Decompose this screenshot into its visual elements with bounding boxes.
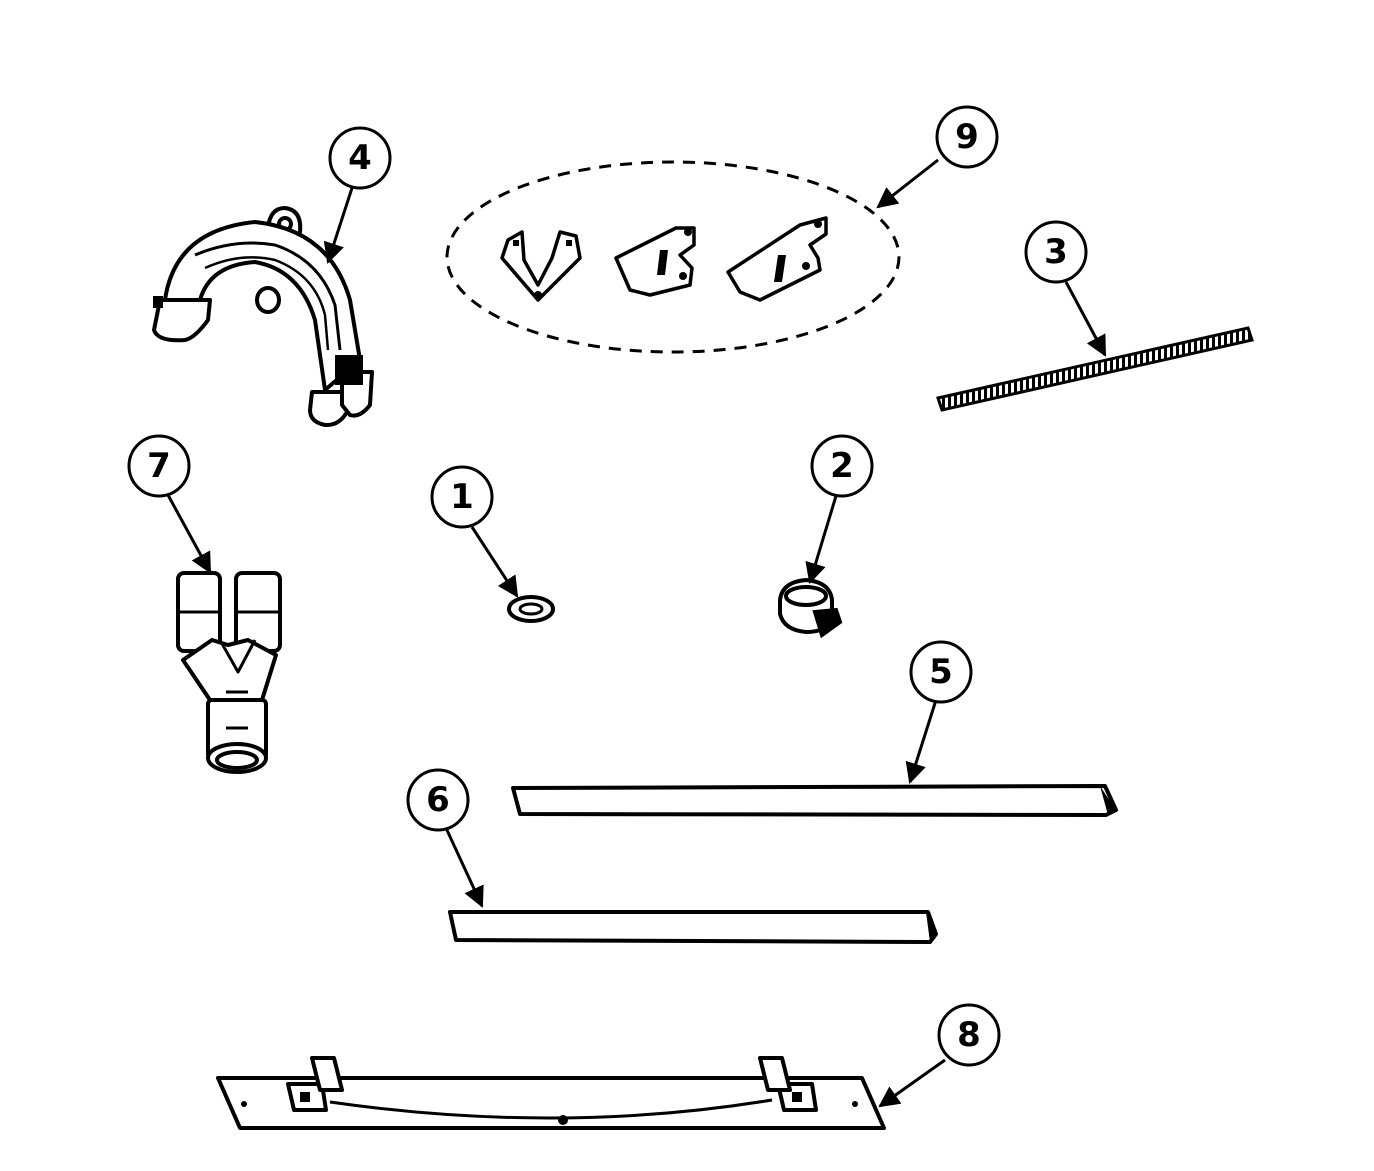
- callout-3-label: 3: [1044, 232, 1068, 272]
- part-2-hose-clamp: [778, 577, 843, 639]
- part-3-serrated-strip: [936, 326, 1254, 412]
- callout-7: 7: [127, 434, 191, 498]
- leader-8: [878, 1058, 946, 1108]
- leader-6: [444, 827, 484, 908]
- callout-4-label: 4: [348, 138, 372, 178]
- callout-9-label: 9: [955, 117, 979, 157]
- part-9-v-bracket: [500, 230, 582, 302]
- callout-1-label: 1: [450, 477, 474, 517]
- callout-4: 4: [328, 126, 392, 190]
- part-9-group-outline: [445, 160, 901, 354]
- callout-8-label: 8: [957, 1015, 981, 1055]
- part-1-washer: [507, 595, 555, 623]
- part-6-short-strip: [448, 910, 938, 944]
- callout-8: 8: [937, 1003, 1001, 1067]
- part-9-angled-bracket-b: [726, 216, 828, 302]
- leader-2: [805, 495, 838, 585]
- part-8-mounting-rail: [216, 1056, 886, 1130]
- callouts: 4 9 3 7 1 2 5 6: [127, 105, 1088, 1067]
- callout-6-label: 6: [426, 780, 450, 820]
- callout-1: 1: [430, 465, 494, 529]
- leader-3: [1064, 281, 1107, 357]
- callout-5-label: 5: [929, 652, 953, 692]
- part-9-bracket-set: [445, 160, 901, 354]
- callout-7-label: 7: [147, 446, 171, 486]
- part-9-angled-bracket-a: [614, 226, 696, 297]
- callout-9: 9: [935, 105, 999, 169]
- part-7-y-connector: [176, 571, 282, 774]
- callout-5: 5: [909, 640, 973, 704]
- leader-4: [323, 187, 354, 264]
- callout-2-label: 2: [830, 446, 854, 486]
- leader-7: [166, 494, 212, 574]
- leader-lines: [166, 158, 1107, 1108]
- callout-6: 6: [406, 768, 470, 832]
- callout-3: 3: [1024, 220, 1088, 284]
- leader-9: [876, 158, 939, 209]
- part-5-long-strip: [511, 784, 1118, 817]
- leader-1: [470, 526, 519, 598]
- callout-2: 2: [810, 434, 874, 498]
- part-4-duct-clamp: [152, 206, 374, 428]
- leader-5: [905, 699, 938, 785]
